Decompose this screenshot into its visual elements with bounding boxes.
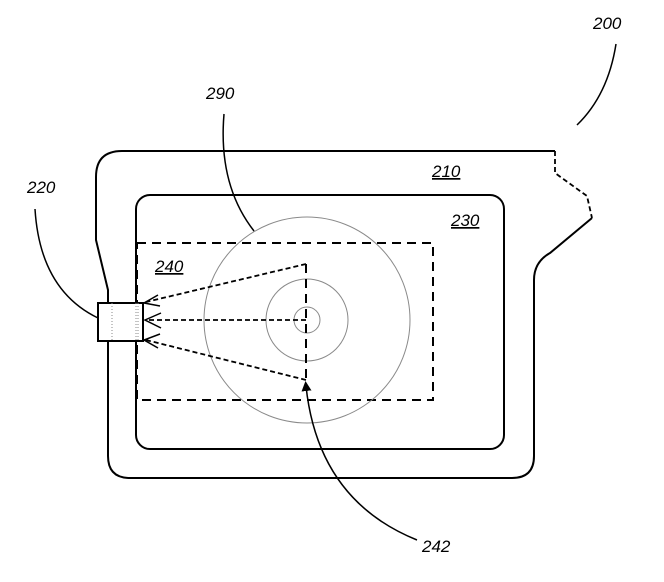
housing-break-line [554,151,593,219]
arrowhead-top-icon [141,294,161,307]
label-220: 220 [26,178,56,197]
leader-line-290 [222,113,255,232]
label-230: 230 [450,211,480,230]
label-210: 210 [431,162,461,181]
arrowhead-middle-icon [143,312,162,329]
label-240: 240 [154,257,184,276]
leader-line-200 [576,43,617,126]
label-290: 290 [205,84,235,103]
cone-line-top [145,263,307,303]
leader-line-220 [34,208,99,319]
target-circle-outer [203,216,411,424]
arrowhead-bottom-icon [142,333,161,349]
cone-line-bottom [145,339,307,381]
label-200: 200 [592,14,622,33]
leader-line-242 [301,381,418,541]
outer-housing-outline [95,150,593,479]
label-242: 242 [421,537,451,556]
